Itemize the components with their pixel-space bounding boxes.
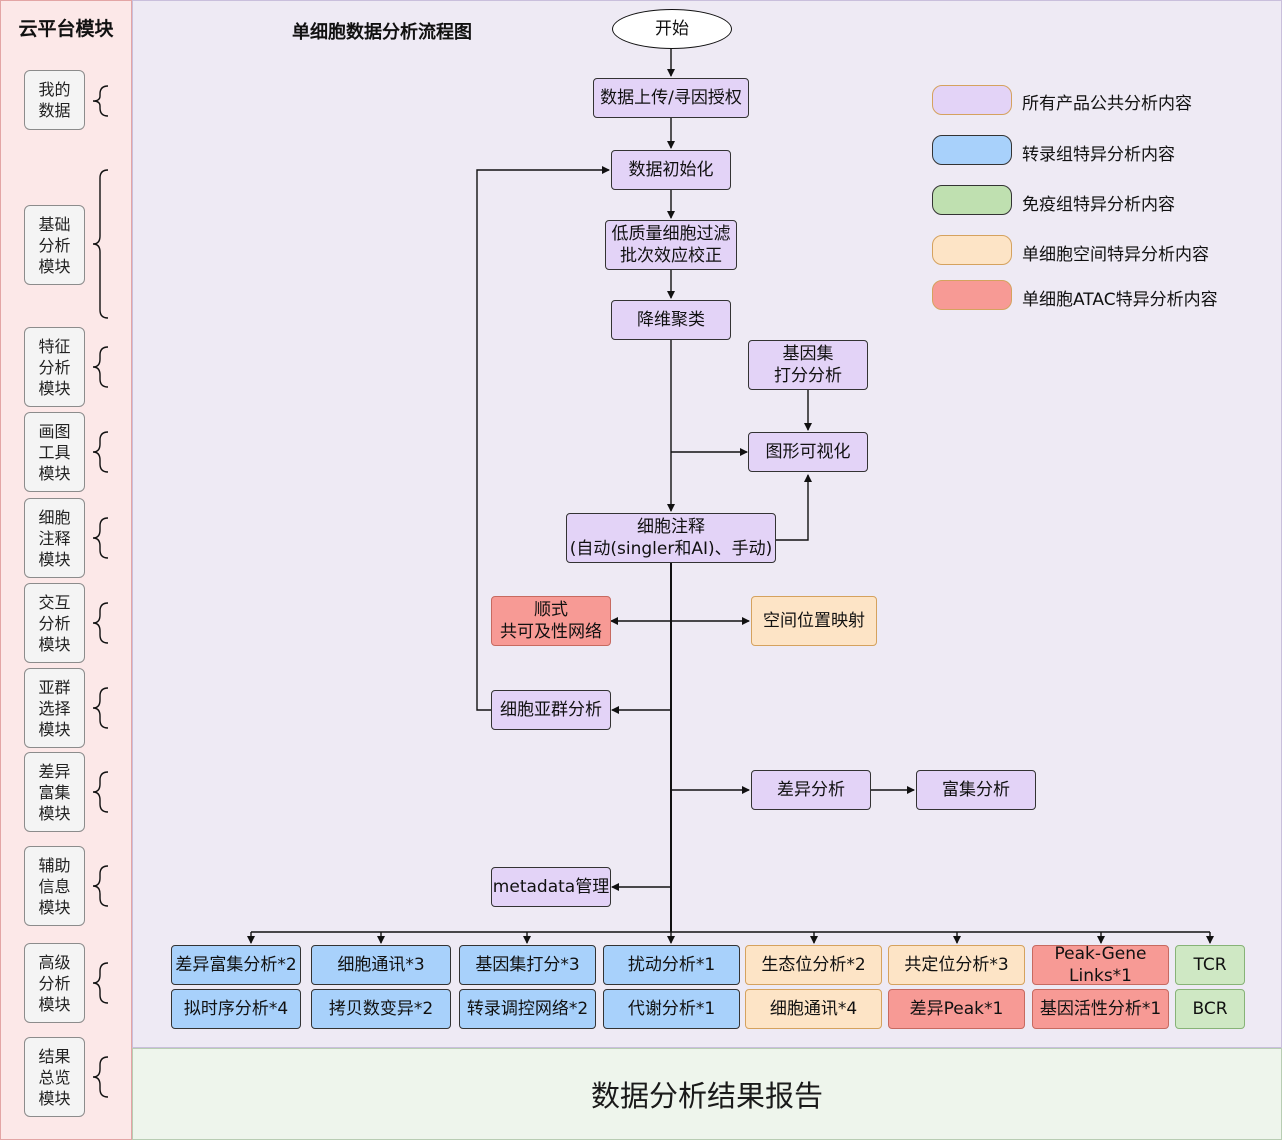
node-enrich: 富集分析	[916, 770, 1036, 810]
node-cis-network: 顺式 共可及性网络	[491, 596, 611, 646]
adv-cnv: 拷贝数变异*2	[311, 989, 451, 1029]
adv-diff-peak: 差异Peak*1	[888, 989, 1025, 1029]
module-feature: 特征 分析 模块	[24, 327, 85, 407]
adv-bcr: BCR	[1175, 989, 1245, 1029]
node-subcluster: 细胞亚群分析	[491, 690, 611, 730]
node-viz: 图形可视化	[748, 432, 868, 472]
legend-swatch-spatial	[932, 235, 1012, 265]
diagram-title: 单细胞数据分析流程图	[292, 22, 472, 43]
module-subset: 亚群 选择 模块	[24, 668, 85, 748]
node-diff: 差异分析	[751, 770, 871, 810]
node-spatial: 空间位置映射	[751, 596, 877, 646]
adv-pseudotime: 拟时序分析*4	[171, 989, 301, 1029]
legend-swatch-transcriptome	[932, 135, 1012, 165]
sidebar-title: 云平台模块	[18, 18, 114, 40]
node-dimred: 降维聚类	[611, 300, 731, 340]
legend-label-atac: 单细胞ATAC特异分析内容	[1022, 290, 1218, 310]
node-qc: 低质量细胞过滤 批次效应校正	[605, 220, 737, 270]
adv-colocalization: 共定位分析*3	[888, 945, 1025, 985]
module-diff-enrich: 差异 富集 模块	[24, 752, 85, 832]
node-geneset: 基因集 打分分析	[748, 340, 868, 390]
adv-tcr: TCR	[1175, 945, 1245, 985]
module-annotation: 细胞 注释 模块	[24, 498, 85, 578]
node-upload: 数据上传/寻因授权	[593, 78, 749, 118]
module-advanced: 高级 分析 模块	[24, 943, 85, 1023]
legend-swatch-common	[932, 85, 1012, 115]
adv-diff-enrich: 差异富集分析*2	[171, 945, 301, 985]
adv-perturbation: 扰动分析*1	[603, 945, 740, 985]
module-my-data: 我的 数据	[24, 70, 85, 130]
legend-label-immune: 免疫组特异分析内容	[1022, 195, 1175, 215]
module-plot-tools: 画图 工具 模块	[24, 412, 85, 492]
adv-cell-comm: 细胞通讯*3	[311, 945, 451, 985]
legend-swatch-atac	[932, 280, 1012, 310]
legend-label-spatial: 单细胞空间特异分析内容	[1022, 245, 1209, 265]
adv-niche: 生态位分析*2	[745, 945, 882, 985]
node-metadata: metadata管理	[491, 867, 611, 907]
node-annotation: 细胞注释 (自动(singler和AI)、手动)	[566, 513, 776, 563]
module-aux-info: 辅助 信息 模块	[24, 846, 85, 926]
adv-peak-gene-links: Peak-Gene Links*1	[1032, 944, 1169, 986]
adv-gene-activity: 基因活性分析*1	[1032, 989, 1169, 1029]
adv-regulatory-net: 转录调控网络*2	[459, 989, 596, 1029]
node-init: 数据初始化	[611, 150, 731, 190]
legend-label-transcriptome: 转录组特异分析内容	[1022, 145, 1175, 165]
node-start: 开始	[612, 9, 732, 49]
adv-geneset-score: 基因集打分*3	[459, 945, 596, 985]
legend-swatch-immune	[932, 185, 1012, 215]
adv-cell-comm-spatial: 细胞通讯*4	[745, 989, 882, 1029]
module-basic: 基础 分析 模块	[24, 205, 85, 285]
module-interactive: 交互 分析 模块	[24, 583, 85, 663]
adv-metabolism: 代谢分析*1	[603, 989, 740, 1029]
module-results: 结果 总览 模块	[24, 1037, 85, 1117]
legend-label-common: 所有产品公共分析内容	[1022, 94, 1192, 114]
